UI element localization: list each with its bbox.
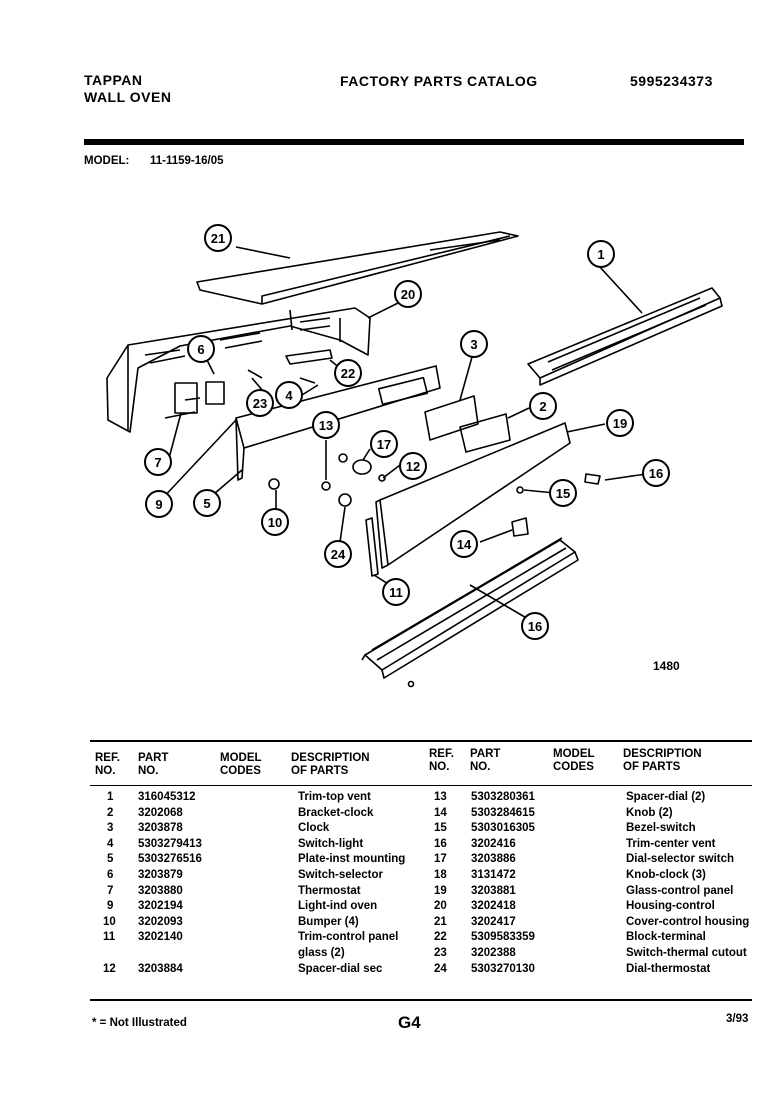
- page-code: G4: [398, 1013, 421, 1032]
- callout-12: 12: [406, 459, 420, 474]
- callout-14: 14: [457, 537, 472, 552]
- callout-11: 11: [389, 585, 403, 600]
- figure-number: 1480: [653, 659, 680, 673]
- table-header-rule: [90, 785, 752, 786]
- callout-21: 21: [211, 231, 225, 246]
- callout-10: 10: [268, 515, 282, 530]
- callout-9: 9: [155, 497, 162, 512]
- revision-date: 3/93: [726, 1013, 749, 1025]
- brand-line-2: WALL OVEN: [84, 89, 172, 105]
- header-rule: [84, 139, 744, 145]
- callout-2: 2: [539, 399, 546, 414]
- callout-3: 3: [470, 337, 477, 352]
- brand-line-1: TAPPAN: [84, 72, 143, 88]
- not-illustrated-note: * = Not Illustrated: [92, 1017, 187, 1029]
- callout-13: 13: [319, 418, 333, 433]
- callout-17: 17: [377, 437, 391, 452]
- callout-22: 22: [341, 366, 355, 381]
- catalog-number: 5995234373: [630, 73, 713, 89]
- callout-16-right: 16: [649, 466, 663, 481]
- model-label: MODEL:: [84, 155, 130, 167]
- table-bottom-rule: [90, 999, 752, 1001]
- hdr-ref-left: REF.NO.: [95, 752, 120, 777]
- exploded-parts-diagram: 21 1 20 6 22 23 4 3 2 19 16 15 13 17 12 …: [106, 224, 723, 688]
- callout-6: 6: [197, 342, 204, 357]
- callout-1: 1: [597, 247, 604, 262]
- callout-5: 5: [203, 496, 210, 511]
- callout-24: 24: [331, 547, 346, 562]
- callout-7: 7: [154, 455, 161, 470]
- hdr-ref-right: REF.NO.: [429, 748, 454, 773]
- model-value: 11-1159-16/05: [150, 155, 224, 167]
- callout-20: 20: [401, 287, 415, 302]
- catalog-title: FACTORY PARTS CATALOG: [340, 73, 538, 89]
- callout-19: 19: [613, 416, 627, 431]
- callout-15: 15: [556, 486, 570, 501]
- callout-16-bottom: 16: [528, 619, 542, 634]
- callout-4: 4: [285, 388, 293, 403]
- table-top-rule: [90, 740, 752, 742]
- table-row: glass (2): [298, 946, 345, 959]
- callout-23: 23: [253, 396, 267, 411]
